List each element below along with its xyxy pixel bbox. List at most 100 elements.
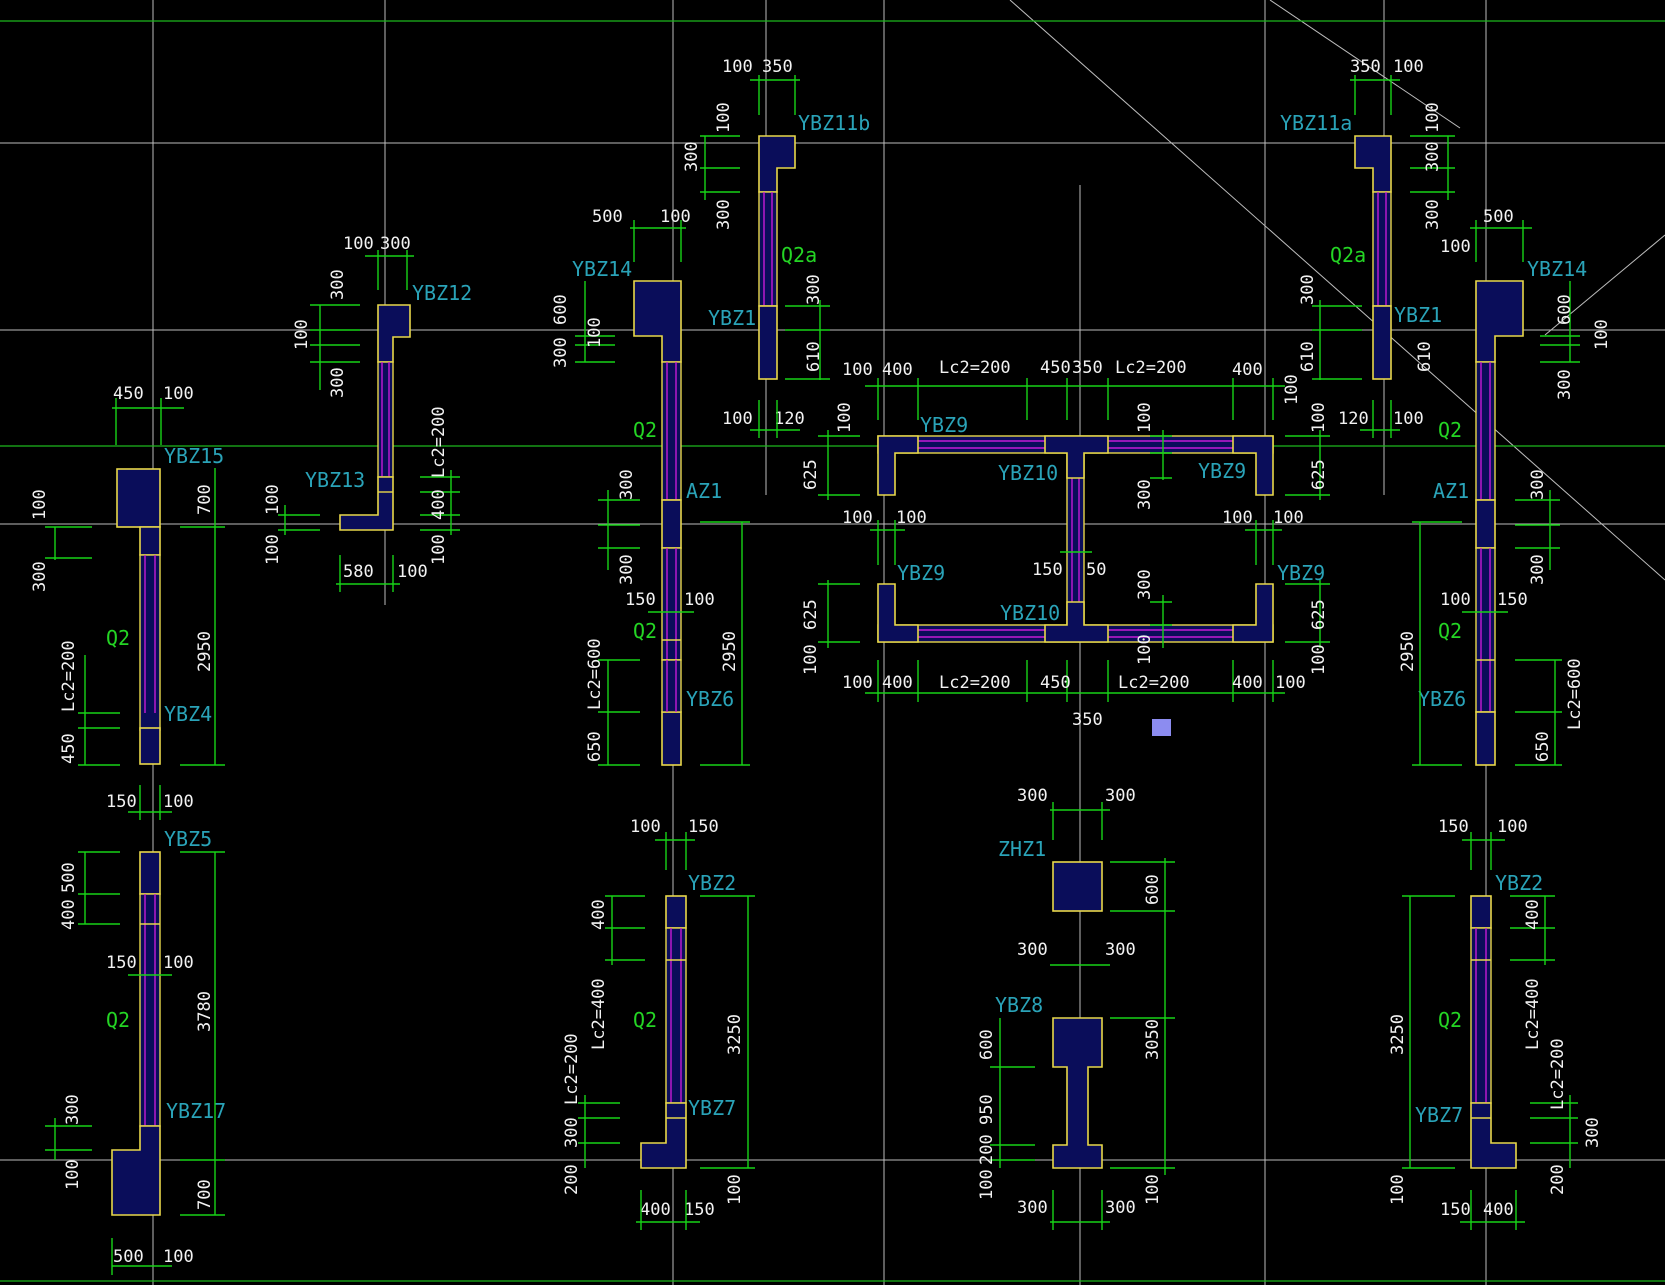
q2-wall[interactable] [1475,547,1496,713]
ybz10-column[interactable] [1044,601,1109,643]
dimension-text: 100 [1497,817,1528,837]
ybz1-column[interactable] [1372,305,1392,380]
ybz10-column[interactable] [1044,435,1109,479]
dimension-text: 100 [1309,644,1329,675]
dimension-text: 600 [551,294,571,325]
dimension-text: 300 [30,561,50,592]
ybz15-column[interactable] [116,468,161,528]
dimension-text: 400 [589,899,609,930]
component-label: YBZ2 [688,871,736,895]
core-frame-group: YBZ9 YBZ9 YBZ9 YBZ9 YBZ10 YBZ10 100 400 … [801,358,1330,730]
ybz17-column[interactable] [111,1125,161,1216]
ybz14-column[interactable] [633,280,682,363]
dimension-text: 400 [1523,899,1543,930]
ybz4-column[interactable] [139,727,161,765]
wall-label: Q2 [106,1008,130,1032]
dimension-text: 100 [1135,634,1155,665]
ybz5-group: 150 100 YBZ5 Q2 YBZ17 500 400 150 100 37… [45,785,226,1275]
dimension-text: 100 [1282,374,1302,405]
q2a-wall[interactable] [1372,191,1392,307]
dimension-text: 150 [625,590,656,610]
ybz9-column[interactable] [877,583,919,643]
q2-wall[interactable] [665,927,687,1104]
wall-label: Q2 [106,626,130,650]
dimension-text: 650 [1533,731,1553,762]
ybz2-column[interactable] [1470,895,1492,929]
dimension-text: 100 [30,489,50,520]
component-label: YBZ10 [998,461,1058,485]
dimension-text: 300 [617,554,637,585]
q2-wall[interactable] [661,361,682,501]
dimension-text: 625 [1309,459,1329,490]
dimension-text: 300 [1135,479,1155,510]
dimension-text: Lc2=400 [1523,978,1543,1050]
dimension-text: 100 [163,792,194,812]
dimension-text: 600 [977,1029,997,1060]
ybz13-column[interactable] [339,476,394,531]
ybz6-column[interactable] [661,711,682,766]
ybz6-column[interactable] [1475,711,1496,766]
dimension-text: 610 [1415,341,1435,372]
dimension-text: 100 [292,319,312,350]
dimension-text: 300 [328,269,348,300]
q2-wall[interactable] [1470,927,1492,1104]
grip-marker[interactable] [1152,719,1171,736]
ybz7-column[interactable] [1470,1102,1517,1169]
ybz9-column[interactable] [1232,583,1274,643]
dimension-text: 625 [1309,599,1329,630]
dimension-text: 450 [59,733,79,764]
wall-label: Q2a [781,243,817,267]
q2-wall[interactable] [1475,361,1496,501]
q2a-wall[interactable] [758,191,778,307]
ybz5-column[interactable] [139,851,161,895]
ybz12-column[interactable] [377,304,411,363]
q2-wall[interactable] [661,659,682,713]
ybz1-column[interactable] [758,305,778,380]
component-label: YBZ14 [1527,257,1587,281]
dimension-text: 150 [1440,1200,1471,1220]
zhz1-column[interactable] [1052,861,1103,912]
ybz14-column[interactable] [1475,280,1524,363]
dimension-text: 100 [722,409,753,429]
dimension-text: 700 [195,484,215,515]
dimension-text: 100 [684,590,715,610]
dimension-text: 300 [328,367,348,398]
dimension-text: 300 [1017,1198,1048,1218]
component-label: YBZ13 [305,468,365,492]
az1-column[interactable] [661,499,682,549]
q2-wall[interactable] [139,893,161,1127]
dimension-text: 150 [1497,590,1528,610]
ybz9-column[interactable] [1232,435,1274,496]
dimension-text: 150 [106,953,137,973]
ybz11b-column[interactable] [758,135,796,193]
ybz15-column[interactable] [139,526,161,556]
component-label: YBZ11b [798,111,870,135]
q2-wall[interactable] [377,361,394,478]
dimension-text: Lc2=200 [1115,358,1187,378]
q2-wall[interactable] [139,554,161,731]
ybz11a-column[interactable] [1354,135,1392,193]
az1-column[interactable] [1475,499,1496,549]
ybz2-column[interactable] [665,895,687,929]
dimension-text: Lc2=200 [939,673,1011,693]
dimension-text: 100 [1143,1174,1163,1205]
dimension-text: 200 [1548,1164,1568,1195]
zhz1-group: 300 300 ZHZ1 600 300 300 YBZ8 3050 100 6… [977,786,1175,1230]
q2-wall[interactable] [661,547,682,661]
ybz8-column[interactable] [1052,1017,1103,1169]
dimension-text: 400 [1232,360,1263,380]
dimension-text: Lc2=200 [562,1033,582,1105]
component-label: YBZ15 [164,444,224,468]
ybz11b-group: 100 350 YBZ11b Q2a YBZ1 100 300 300 300 … [682,57,870,438]
dimension-text: 3780 [195,991,215,1032]
dimension-text: 100 [1592,319,1612,350]
ybz7-column[interactable] [640,1102,687,1169]
ybz15-group: YBZ15 Q2 YBZ4 450 100 700 2950 100 300 L… [30,384,225,766]
ybz9-column[interactable] [877,435,919,496]
dimension-text: 625 [801,599,821,630]
dimension-text: 2950 [720,631,740,672]
dimension-text: 500 [113,1247,144,1267]
component-label: AZ1 [686,479,722,503]
dimension-text: 100 [163,953,194,973]
